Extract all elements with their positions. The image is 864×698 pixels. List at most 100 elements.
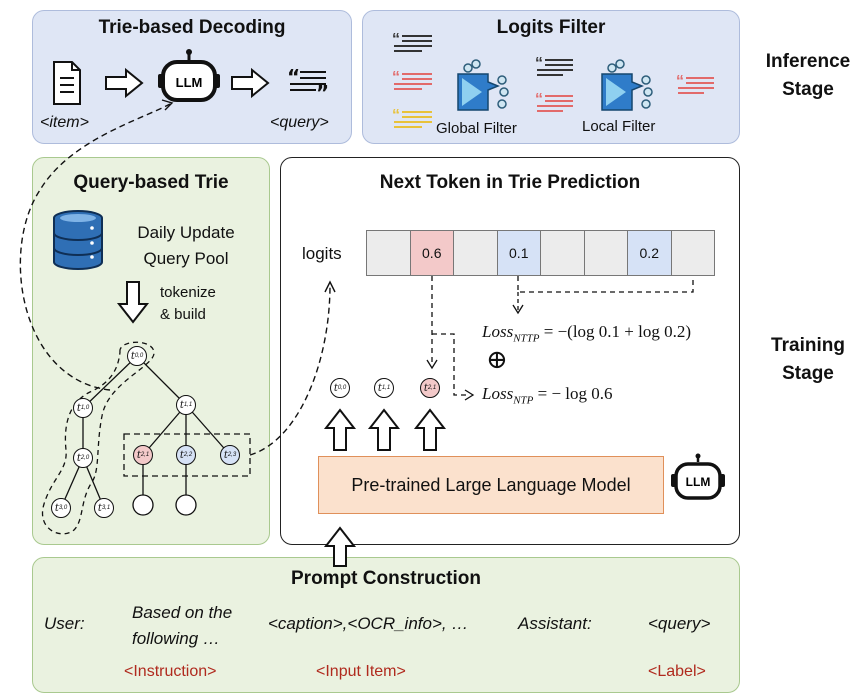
logit-cell: 0.1 — [496, 230, 541, 276]
loss-nttp-eq: = −(log 0.1 + log 0.2) — [539, 322, 692, 341]
database-icon — [53, 210, 103, 270]
local-filter-label: Local Filter — [582, 118, 656, 135]
loss-nttp-sub: NTTP — [513, 332, 540, 345]
query-pool-line2: Query Pool — [143, 249, 229, 268]
svg-text:LLM: LLM — [686, 475, 711, 489]
tokenize-line2: & build — [160, 306, 206, 323]
prompt-title: Prompt Construction — [291, 568, 481, 589]
prompt-query: <query> — [648, 614, 711, 633]
item-label: <item> — [40, 114, 89, 131]
trie-node-sub: 2,1 — [140, 452, 150, 458]
tag-instruction: <Instruction> — [124, 663, 217, 680]
arrow-up-icon — [323, 408, 357, 451]
trie-node-sub: 1,1 — [183, 402, 193, 408]
trie-node-label: t — [179, 399, 184, 411]
loss-nttp: LossNTTP = −(log 0.1 + log 0.2) — [482, 322, 691, 344]
token-label: t — [423, 382, 428, 394]
trie-edges — [60, 355, 231, 509]
loss-plus-icon: ⊕ — [486, 345, 508, 374]
svg-text:“: “ — [392, 69, 400, 86]
logit-cell — [583, 230, 628, 276]
svg-text:LLM: LLM — [176, 75, 203, 90]
logits-label: logits — [302, 244, 342, 263]
prompt-instruction-line1: Based on the — [132, 603, 233, 622]
trie-to-logits-dashed-arrow — [249, 284, 331, 456]
arrow-up-icon — [413, 408, 447, 451]
token-sub: 0,0 — [337, 385, 347, 391]
text-lines-icon: “ — [392, 31, 432, 52]
arrow-up-icon — [323, 526, 357, 567]
nttp-dashed-connector — [517, 276, 694, 293]
svg-text:“: “ — [535, 55, 543, 72]
query-trie-title: Query-based Trie — [73, 172, 229, 193]
svg-text:“: “ — [392, 107, 400, 124]
prompt-instruction: Based on the following … — [132, 600, 232, 652]
query-pool-label: Daily Update Query Pool — [116, 220, 256, 272]
inference-stage-line2: Stage — [782, 79, 834, 100]
logit-cell — [540, 230, 585, 276]
arrow-down-icon — [116, 281, 150, 324]
trie-node-label: t — [130, 350, 135, 362]
text-lines-icon-red: “ — [392, 69, 432, 90]
trie-node-sub: 2,3 — [227, 452, 237, 458]
logit-cell — [366, 230, 411, 276]
arrow-right-icon — [231, 67, 270, 99]
inference-stage-label: Inference Stage — [752, 48, 864, 104]
trie-node-label: t — [54, 502, 59, 514]
token-sub: 2,1 — [427, 385, 437, 391]
tag-input-item: <Input Item> — [316, 663, 406, 680]
loss-ntp-eq: = − log 0.6 — [533, 384, 613, 403]
ntp-loss-connector — [432, 333, 470, 396]
svg-text:“: “ — [676, 73, 684, 90]
arrow-right-icon — [105, 67, 144, 99]
text-lines-icon: “ — [535, 55, 573, 76]
inference-stage-line1: Inference — [765, 51, 851, 72]
text-lines-icon-red: “ — [676, 73, 714, 94]
trie-node-label: t — [179, 449, 184, 461]
trie-node-sub: 3,0 — [58, 505, 68, 511]
prompt-panel — [32, 557, 740, 693]
training-stage-line2: Stage — [782, 363, 834, 384]
text-lines-icon-yellow: “ — [392, 107, 432, 128]
svg-text:“: “ — [535, 91, 543, 108]
trie-node-label: t — [223, 449, 228, 461]
arrow-up-icon — [367, 408, 401, 451]
token-label: t — [333, 382, 338, 394]
global-filter-label: Global Filter — [436, 120, 517, 137]
trie-node-label: t — [97, 502, 102, 514]
trie-node-label: t — [76, 452, 81, 464]
prompt-assistant: Assistant: — [518, 614, 592, 633]
trie-leaf-node — [175, 494, 197, 516]
query-label: <query> — [270, 114, 329, 131]
document-icon — [53, 61, 81, 105]
loss-nttp-word: Loss — [482, 322, 514, 341]
logits-filter-title: Logits Filter — [496, 17, 606, 38]
tokenize-build-label: tokenize & build — [160, 282, 216, 326]
loss-ntp-sub: NTP — [513, 394, 534, 407]
tokenize-line1: tokenize — [160, 284, 216, 301]
loss-ntp-word: Loss — [482, 384, 514, 403]
trie-node-label: t — [76, 402, 81, 414]
local-filter-icon — [601, 59, 653, 111]
prompt-input-item: <caption>,<OCR_info>, … — [268, 614, 469, 633]
llm-robot-icon: LLM — [158, 49, 220, 102]
query-text-icon: “ ” — [287, 65, 329, 105]
next-token-title: Next Token in Trie Prediction — [379, 172, 641, 193]
svg-text:”: ” — [316, 81, 329, 105]
logit-cell: 0.2 — [627, 230, 672, 276]
llm-robot-icon: LLM — [671, 453, 725, 500]
trie-node-sub: 3,1 — [101, 505, 111, 511]
tag-label: <Label> — [648, 663, 706, 680]
token-label: t — [377, 382, 382, 394]
query-pool-line1: Daily Update — [137, 223, 235, 242]
